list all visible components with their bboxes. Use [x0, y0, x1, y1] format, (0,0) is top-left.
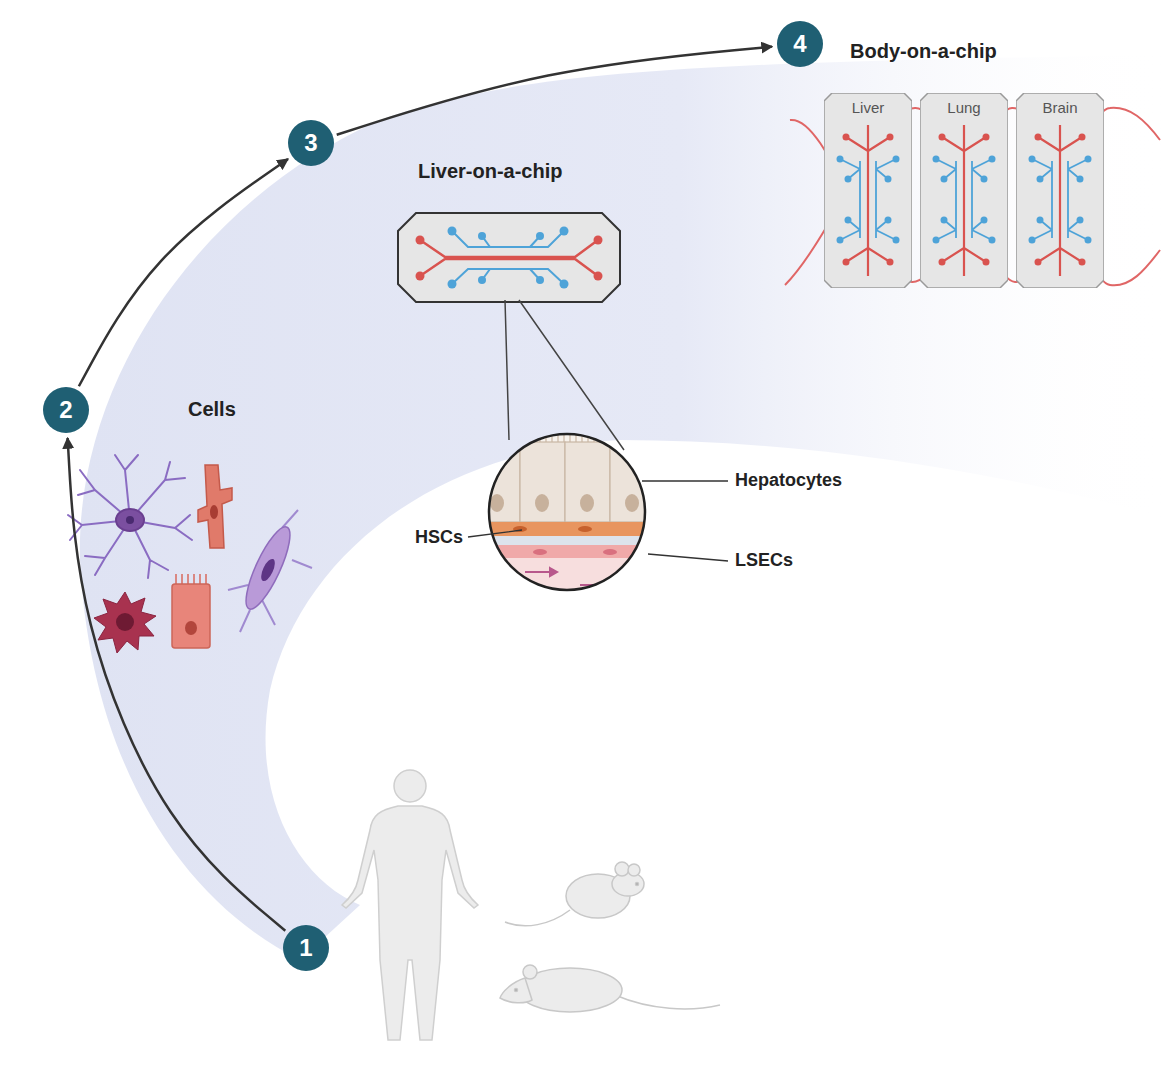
callout-number: 1: [299, 936, 312, 960]
part-label: Hepatocytes: [735, 470, 842, 491]
organ-chip: Lung: [920, 93, 1008, 288]
organ-chip: Brain: [1016, 93, 1104, 288]
chip-outline: [824, 93, 912, 288]
cardiomyocyte: [198, 465, 232, 548]
chip-outline: [1016, 93, 1104, 288]
neuron: [68, 455, 192, 578]
callout-number: 4: [793, 32, 806, 56]
magnified-tissue: [470, 420, 660, 610]
callout-number: 1: [283, 925, 329, 971]
section-heading: Liver-on-a-chip: [418, 160, 562, 183]
epithelial-cell: [172, 574, 210, 648]
chip-outline: [920, 93, 1008, 288]
callout-number: 3: [288, 120, 334, 166]
chip-label: Lung: [947, 99, 980, 116]
organ-chip: Liver: [824, 93, 912, 288]
fibroblast: [228, 510, 312, 632]
part-label: HSCs: [415, 527, 463, 548]
chip-label: Brain: [1042, 99, 1077, 116]
flow-arrow: [68, 438, 286, 931]
flow-arrow: [79, 159, 288, 386]
zoom-lines: [505, 300, 624, 450]
callout-number: 2: [59, 398, 72, 422]
rat: [500, 965, 720, 1012]
leader-lines: [468, 481, 728, 561]
background-band: [80, 55, 1170, 960]
liver-chip: [398, 213, 620, 302]
callout-number: 3: [304, 131, 317, 155]
section-heading: Body-on-a-chip: [850, 40, 997, 63]
cell-illustrations: [68, 455, 312, 653]
macrophage: [94, 592, 156, 653]
flow-arrow: [337, 47, 772, 135]
chip-label: Liver: [852, 99, 885, 116]
mouse: [505, 862, 644, 926]
section-heading: Cells: [188, 398, 236, 421]
callout-number: 4: [777, 21, 823, 67]
part-label: LSECs: [735, 550, 793, 571]
human-silhouette: [342, 770, 478, 1040]
callout-number: 2: [43, 387, 89, 433]
